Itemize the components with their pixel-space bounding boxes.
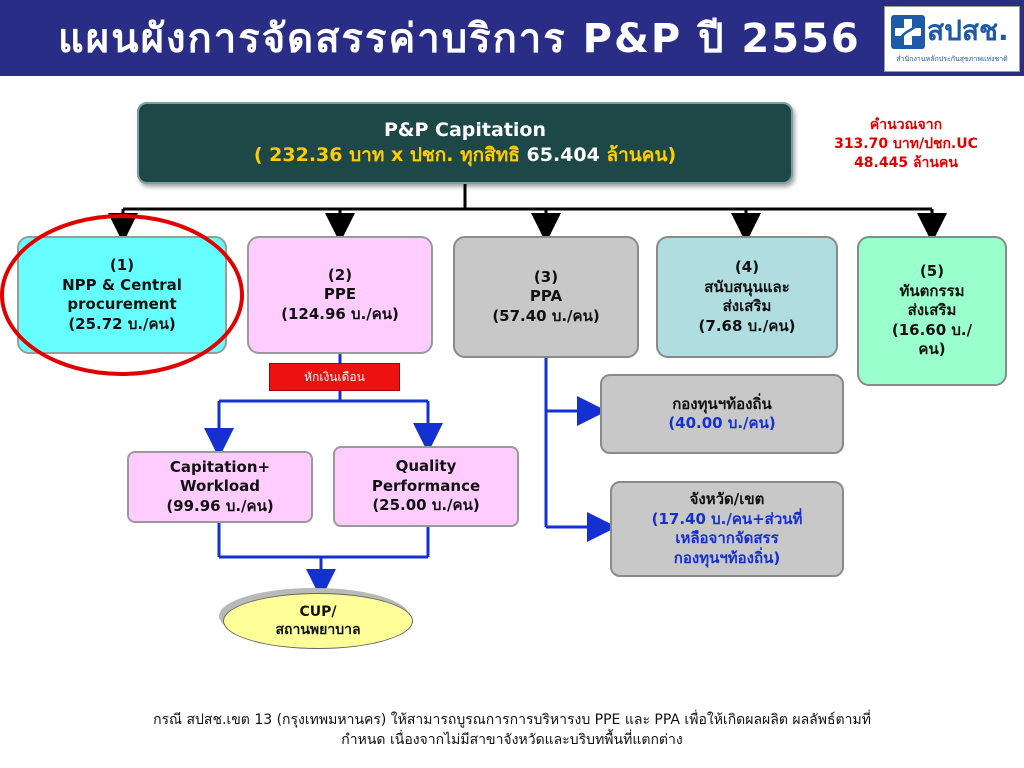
cup-hospital-ellipse: CUP/ สถานพยาบาล xyxy=(223,593,413,649)
pp-capitation-box: P&P Capitation ( 232.36 บาท x ปชก. ทุกสิ… xyxy=(137,102,793,184)
box-local-fund: กองทุนฯท้องถิ่น (40.00 บ./คน) xyxy=(600,374,844,454)
box-province-region: จังหวัด/เขต (17.40 บ./คน+ส่วนที่ เหลือจา… xyxy=(610,481,844,577)
logo-subtitle: สำนักงานหลักประกันสุขภาพแห่งชาติ xyxy=(896,55,1008,63)
box-quality-performance: Quality Performance (25.00 บ./คน) xyxy=(333,446,519,527)
logo-text: สปสช. xyxy=(927,14,1009,47)
salary-deduction-label: หักเงินเดือน xyxy=(269,363,400,391)
box-dental-promotion: (5) ทันตกรรม ส่งเสริม (16.60 บ./ คน) xyxy=(857,236,1007,386)
calculation-note: คำนวณจาก 313.70 บาท/ปชก.UC 48.445 ล้านคน xyxy=(834,117,978,171)
box-capitation-workload: Capitation+ Workload (99.96 บ./คน) xyxy=(127,451,313,523)
box-ppe: (2) PPE (124.96 บ./คน) xyxy=(247,236,433,354)
box-support-promotion: (4) สนับสนุนและ ส่งเสริม (7.68 บ./คน) xyxy=(656,236,838,358)
nhso-logo: สปสช. สำนักงานหลักประกันสุขภาพแห่งชาติ xyxy=(884,6,1020,72)
capitation-title: P&P Capitation xyxy=(384,119,546,142)
footer-note: กรณี สปสช.เขต 13 (กรุงเทพมหานคร) ให้สามา… xyxy=(153,712,871,749)
highlight-ring xyxy=(0,214,244,376)
black-connectors xyxy=(108,184,947,243)
header-bar: แผนผังการจัดสรรค่าบริการ P&P ปี 2556 สปส… xyxy=(0,0,1024,76)
capitation-formula: ( 232.36 บาท x ปชก. ทุกสิทธิ 65.404 ล้าน… xyxy=(253,144,677,166)
cross-logo-icon xyxy=(891,15,925,49)
page-title: แผนผังการจัดสรรค่าบริการ P&P ปี 2556 xyxy=(58,16,861,62)
box-ppa: (3) PPA (57.40 บ./คน) xyxy=(453,236,639,358)
